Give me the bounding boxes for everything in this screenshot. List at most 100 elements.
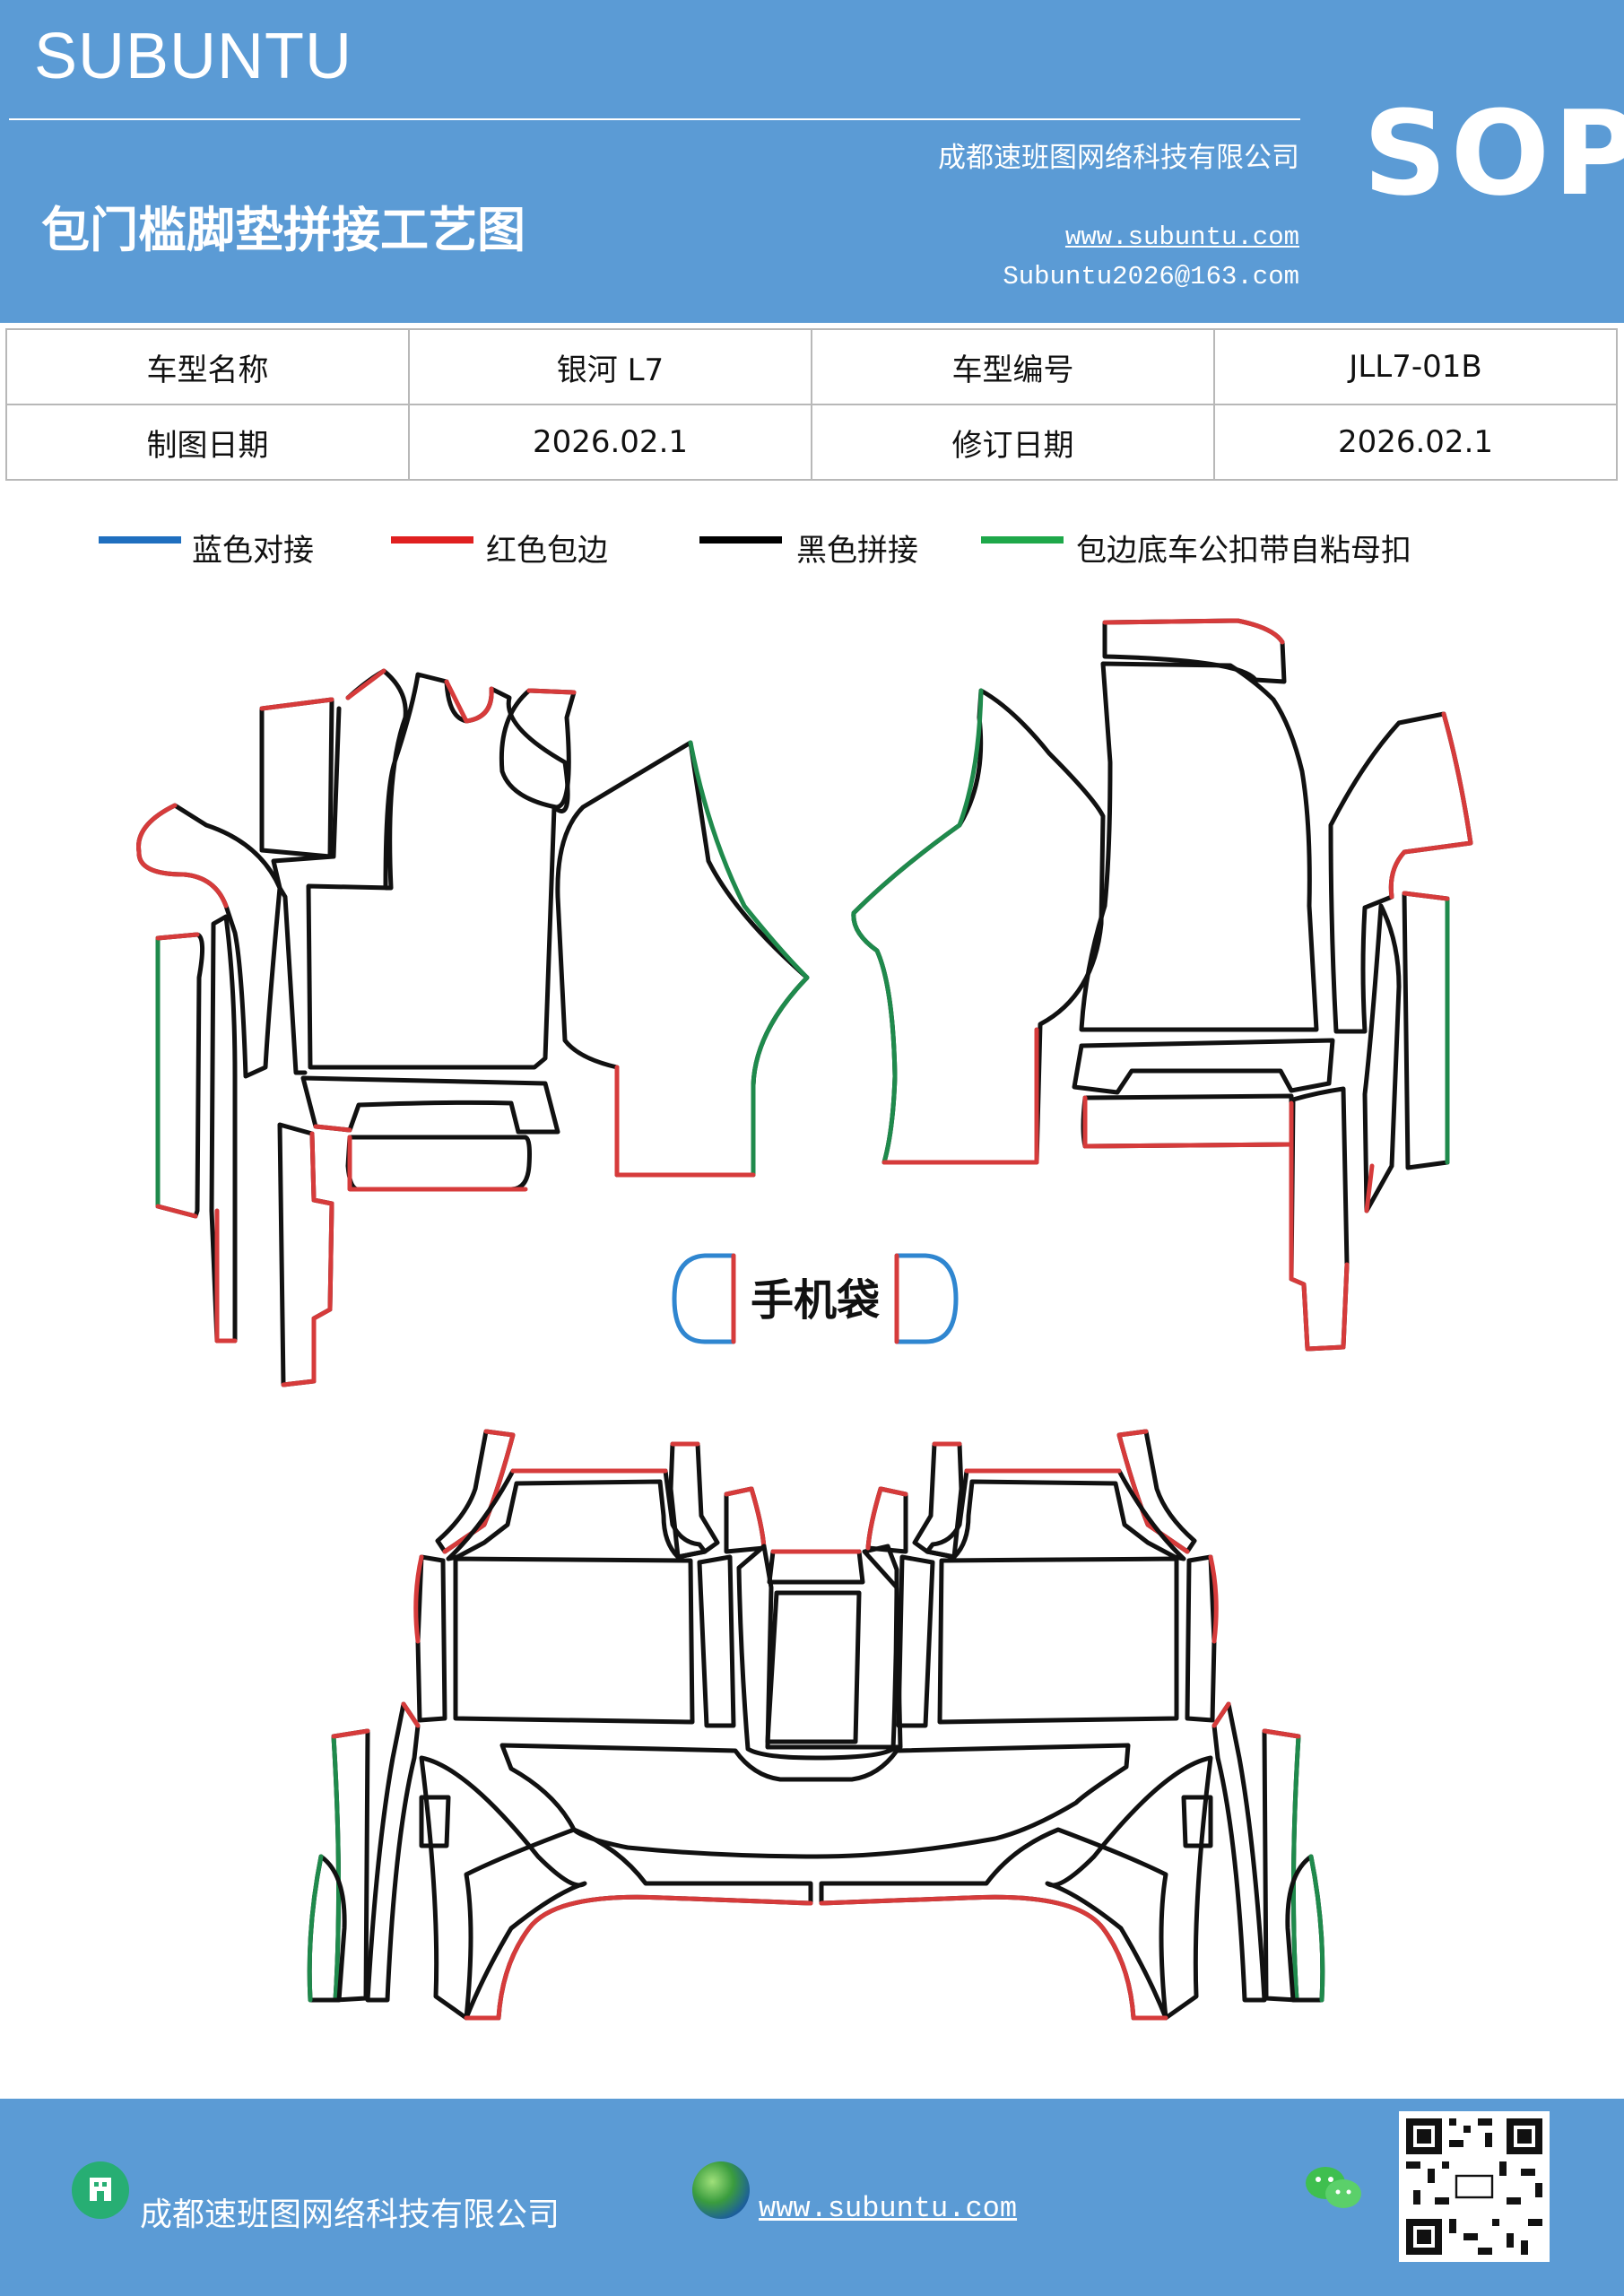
globe-icon: [692, 2161, 750, 2219]
vehicle-info-table: 车型名称 银河 L7 车型编号 JLL7-01B 制图日期 2026.02.1 …: [5, 328, 1618, 481]
mat-edge-red: [1289, 1100, 1350, 1352]
mat-outline: [765, 1590, 862, 1744]
mat-outline: [912, 1441, 964, 1560]
mat-edge-red: [724, 1486, 767, 1551]
mat-edge-red: [819, 1894, 1168, 2021]
mat-edge-red: [464, 1894, 813, 2021]
mat-outline: [925, 1468, 1186, 1561]
legend-swatch-blue: [99, 536, 181, 544]
mat-outline: [896, 1554, 935, 1728]
mat-outline: [1079, 661, 1319, 1032]
mat-edge-green: [688, 740, 810, 1178]
rear-mats: [307, 1429, 1325, 2021]
model-code-label: 车型编号: [811, 328, 1215, 405]
draw-date-label: 制图日期: [5, 404, 410, 481]
mat-edge-red: [413, 1554, 424, 1644]
qr-code[interactable]: [1399, 2111, 1550, 2262]
table-row: 车型名称 银河 L7 车型编号 JLL7-01B: [5, 328, 1618, 405]
pocket-blue-right: [894, 1253, 959, 1344]
legend-swatch-red: [391, 536, 473, 544]
mat-outline: [419, 1795, 451, 1848]
legend-label: 红色包边: [486, 533, 608, 569]
mat-outline: [365, 1701, 421, 2003]
mat-outline: [668, 1441, 720, 1560]
mat-outline: [767, 1549, 865, 1585]
mat-outline: [345, 1135, 532, 1192]
email-address: Subuntu2026@163.com: [1003, 262, 1299, 291]
mat-edge-green: [307, 1854, 324, 2003]
footer-website-link[interactable]: www.subuntu.com: [759, 2192, 1018, 2225]
mat-outline: [555, 740, 810, 1178]
mat-edge-red: [1102, 618, 1285, 645]
mat-outline: [277, 1122, 334, 1387]
mat-edge-green: [851, 910, 898, 1165]
mat-outline: [1102, 618, 1287, 684]
model-name-label: 车型名称: [5, 328, 410, 405]
mat-edge-red: [136, 803, 229, 909]
draw-date-value: 2026.02.1: [408, 404, 812, 481]
revise-date-label: 修订日期: [811, 404, 1215, 481]
legend-swatch-green: [981, 536, 1064, 544]
mat-edge-red: [1208, 1554, 1219, 1644]
mat-edge-red: [442, 1429, 516, 1554]
sop-badge: SOP: [1363, 85, 1624, 222]
mat-edge-red: [881, 1027, 1039, 1165]
mat-edge-red: [331, 1728, 370, 1739]
mat-outline: [937, 1556, 1179, 1725]
left-front-mats: [136, 668, 810, 1387]
mat-edge-red: [155, 932, 200, 1219]
phone-pocket: 手机袋: [672, 1253, 959, 1344]
legend-label: 蓝色对接: [192, 533, 314, 569]
mat-edge-red: [281, 1131, 334, 1387]
table-row: 制图日期 2026.02.1 修订日期 2026.02.1: [5, 404, 1618, 481]
mat-outline: [155, 932, 204, 1219]
color-legend: 蓝色对接 红色包边 黑色拼接 包边底车公扣带自粘母扣: [0, 522, 1624, 576]
mat-edge-red: [614, 1065, 756, 1178]
mat-outline: [300, 1075, 560, 1135]
mat-outline: [499, 688, 577, 810]
mat-edge-red: [259, 697, 334, 711]
mat-outline: [209, 914, 238, 1344]
mat-outline: [1402, 891, 1450, 1170]
mat-outline: [851, 688, 1106, 1165]
mat-outline: [419, 1755, 587, 2021]
mat-outline: [415, 1554, 447, 1723]
mat-outline: [446, 1468, 708, 1561]
mat-edge-red: [1082, 1095, 1294, 1149]
mat-edge-red: [444, 679, 494, 724]
mat-outline: [1181, 1795, 1213, 1848]
mat-outline: [1045, 1755, 1213, 2021]
model-name-value: 银河 L7: [408, 328, 812, 405]
document-title: 包门槛脚垫拼接工艺图: [41, 202, 525, 258]
mat-outline: [697, 1554, 736, 1728]
website-link[interactable]: www.subuntu.com: [1064, 222, 1299, 252]
legend-swatch-black: [699, 536, 782, 544]
mat-outline: [736, 1544, 903, 1761]
mat-outline: [1185, 1554, 1217, 1723]
legend-label: 包边底车公扣带自粘母扣: [1076, 533, 1411, 569]
mat-edge-red: [313, 1124, 352, 1133]
mat-outline: [1211, 1701, 1267, 2003]
pocket-blue-left: [672, 1253, 736, 1344]
mat-edge-red: [1388, 711, 1473, 900]
brand-name: SUBUNTU: [34, 21, 353, 92]
mat-edge-red: [1262, 1728, 1301, 1739]
company-name: 成都速班图网络科技有限公司: [938, 142, 1299, 174]
mat-edge-green: [1308, 1854, 1325, 2003]
mat-edge-red: [214, 1208, 238, 1344]
header-divider: [9, 118, 1300, 120]
mat-edge-red: [865, 1486, 908, 1551]
header-banner: SUBUNTU 成都速班图网络科技有限公司 包门槛脚垫拼接工艺图 www.sub…: [0, 0, 1624, 323]
mat-outline: [259, 697, 334, 859]
mat-outline: [1072, 1038, 1335, 1095]
mat-edge-red: [401, 1701, 421, 1728]
model-code-value: JLL7-01B: [1213, 328, 1618, 405]
mat-edge-red: [347, 1135, 528, 1192]
mat-outline: [271, 706, 342, 1075]
mat-outline: [306, 668, 570, 1070]
mat-outline: [1289, 1086, 1350, 1352]
mat-edge-green: [851, 688, 984, 916]
right-front-mats: [851, 618, 1473, 1352]
floor-mat-diagram: 手机袋: [136, 618, 1473, 2021]
footer-banner: 成都速班图网络科技有限公司 www.subuntu.com: [0, 2099, 1624, 2296]
